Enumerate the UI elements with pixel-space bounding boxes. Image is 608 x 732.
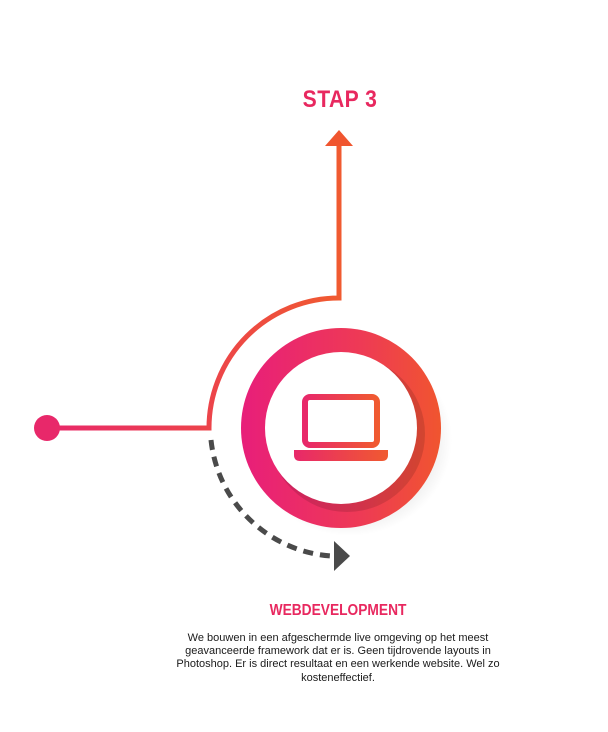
dashed-curved-arrow-icon	[208, 439, 350, 571]
laptop-icon	[294, 394, 388, 461]
section-description: We bouwen in een afgeschermde live omgev…	[176, 632, 500, 684]
inner-white-circle	[265, 352, 417, 504]
arrow-up-icon	[325, 130, 353, 146]
step-label: STAP 3	[302, 86, 378, 113]
section-title: WEBDEVELOPMENT	[269, 602, 407, 619]
central-circle	[241, 328, 452, 536]
connector-line	[47, 140, 342, 431]
left-connector	[34, 130, 353, 441]
